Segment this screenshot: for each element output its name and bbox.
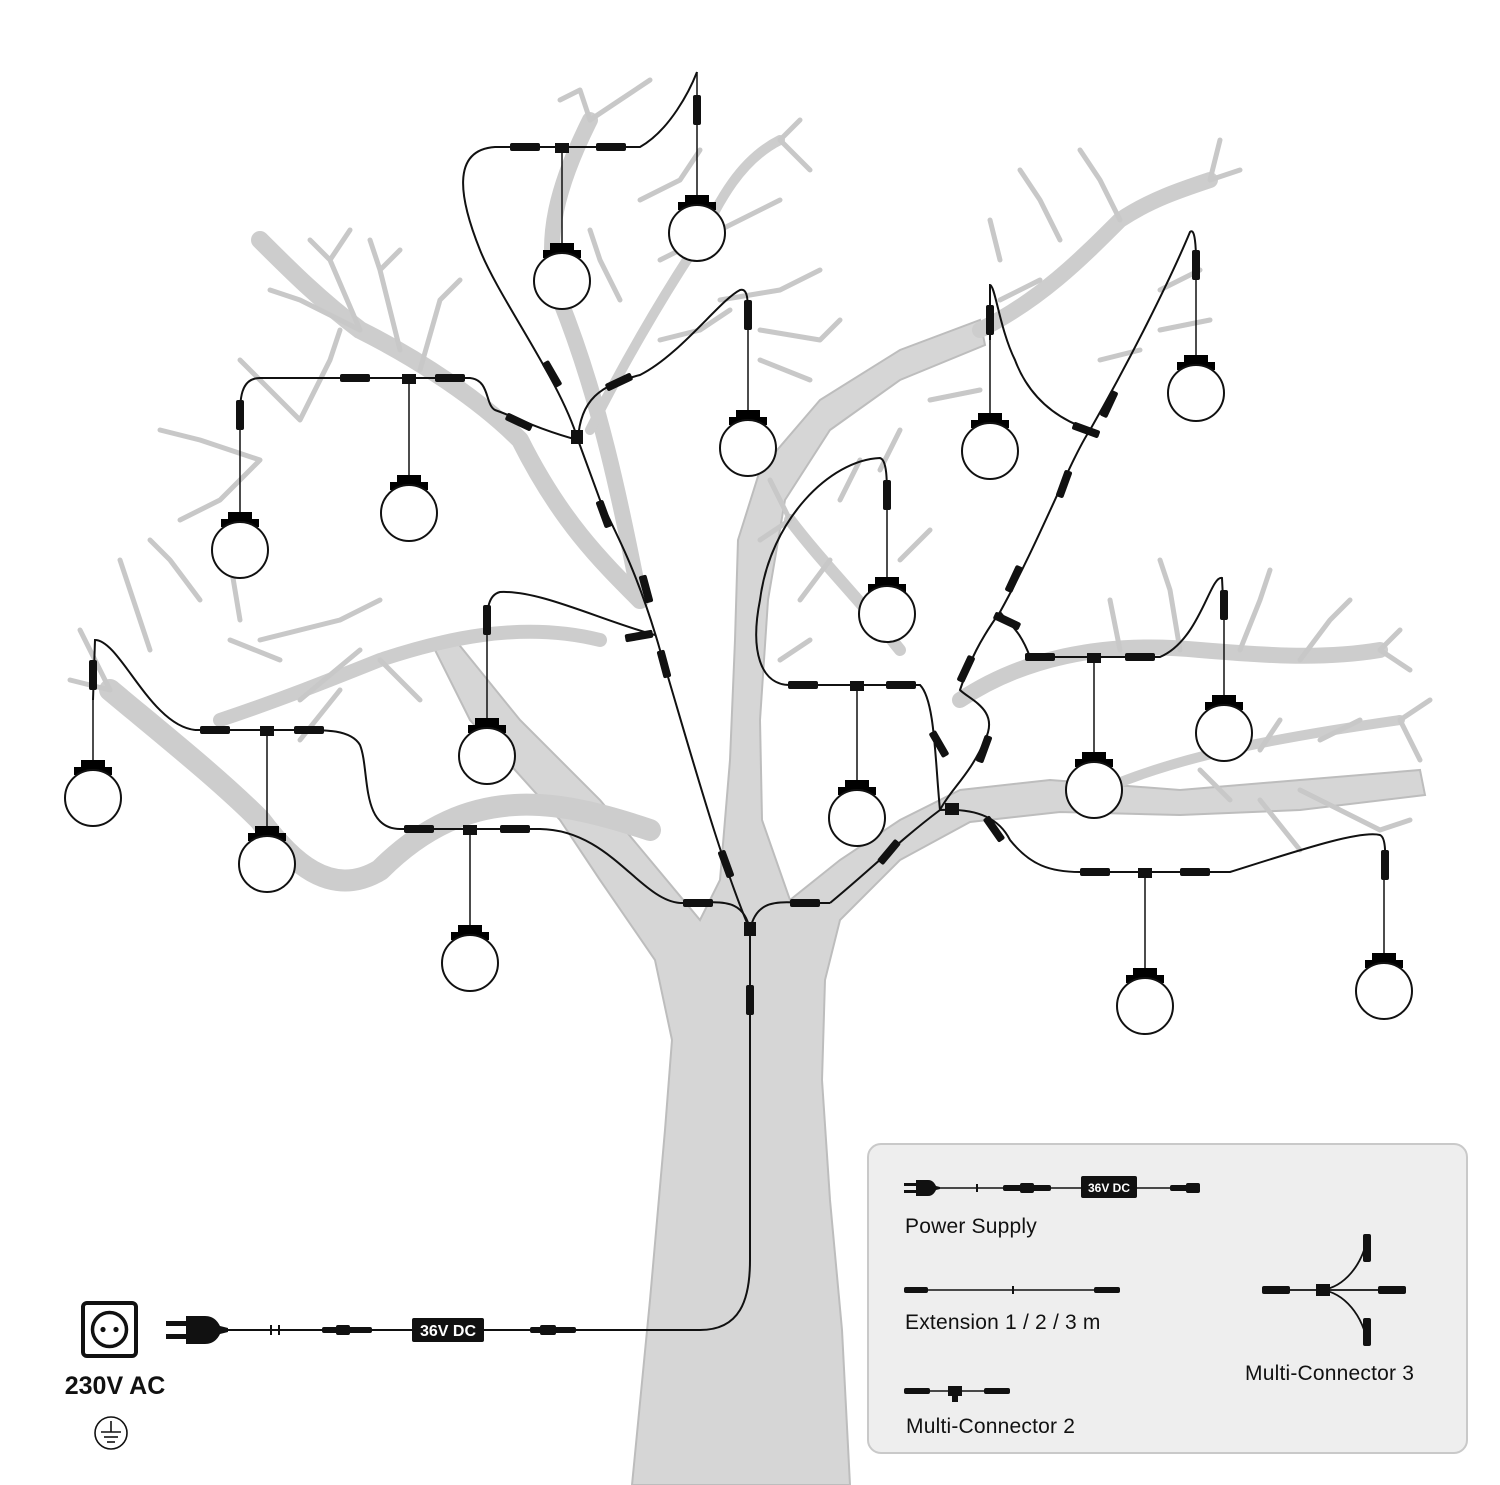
twigs-right-center <box>757 387 983 663</box>
globe-lamp-icon <box>458 718 516 785</box>
cable-left-low-end <box>92 638 196 731</box>
branch-left-main <box>99 679 661 892</box>
globe-lamp-icon <box>1195 695 1253 762</box>
tree-illustration <box>67 77 1433 1485</box>
legend-dc-badge-text: 36V DC <box>1088 1181 1130 1195</box>
globe-lamp-icon <box>858 577 916 643</box>
globe-lamp-icon <box>1167 355 1225 422</box>
cable-right-upper <box>1089 230 1197 431</box>
globe-lamp-icon <box>668 195 726 262</box>
twigs-right-low <box>1197 697 1433 853</box>
globe-lamp-icon <box>380 475 438 542</box>
branch-center-top <box>543 112 648 608</box>
main-cable <box>225 930 751 1331</box>
legend-multi-connector-3-label: Multi-Connector 3 <box>1245 1362 1415 1385</box>
legend-multi-connector-2-graphic <box>904 1386 1010 1402</box>
power-plug-icon <box>166 1316 228 1344</box>
globe-lamp-icon <box>1116 968 1174 1035</box>
cable-left-low <box>195 728 681 904</box>
branch-left-upper <box>251 231 649 609</box>
legend-multi-connector-2-label: Multi-Connector 2 <box>906 1415 1076 1438</box>
twigs-center-branches <box>587 227 843 383</box>
legend-extension-graphic <box>904 1286 1120 1294</box>
legend-power-supply-graphic: 36V DC <box>904 1176 1200 1198</box>
twigs-left-branch <box>227 597 423 743</box>
globe-lamp-icon <box>828 780 886 847</box>
globe-lamp-icon <box>1065 752 1123 819</box>
cable-right-upper-2 <box>989 283 1091 431</box>
cable-right-low <box>939 808 1387 881</box>
globe-lamp-icon <box>1355 953 1413 1020</box>
cable-upper-center-right <box>577 288 749 441</box>
cable-network <box>92 71 1387 1331</box>
legend-extension-label: Extension 1 / 2 / 3 m <box>905 1311 1101 1334</box>
twigs-right-mid <box>1107 557 1413 673</box>
legend-panel <box>867 1143 1468 1454</box>
globe-lamp-icon <box>719 410 777 477</box>
legend-power-supply-label: Power Supply <box>905 1215 1037 1238</box>
cable-connectors <box>89 95 1389 1015</box>
earth-ground-icon <box>94 1416 128 1450</box>
globe-lamp-icon <box>64 760 122 827</box>
legend-multi-connector-3-graphic <box>1262 1234 1406 1346</box>
lamp-drop-cables <box>92 72 1385 968</box>
globe-lamp-icon <box>238 826 296 893</box>
branch-right-upper <box>972 172 1218 338</box>
cable-right-center <box>755 456 941 811</box>
branch-right-mid <box>952 639 1388 708</box>
globe-lamps <box>64 195 1413 1035</box>
dc-badge-main: 36V DC <box>412 1318 484 1342</box>
voltage-label: 230V AC <box>64 1372 166 1400</box>
main-cable-components <box>270 1325 576 1335</box>
dc-badge-main-text: 36V DC <box>420 1323 476 1340</box>
globe-lamp-icon <box>441 925 499 992</box>
cable-upper-center <box>462 71 698 441</box>
wall-socket-icon <box>81 1301 138 1358</box>
globe-lamp-icon <box>961 413 1019 480</box>
globe-lamp-icon <box>211 512 269 579</box>
globe-lamp-icon <box>533 243 591 310</box>
twigs-left-top <box>267 227 463 373</box>
twigs-right-top <box>987 137 1243 363</box>
